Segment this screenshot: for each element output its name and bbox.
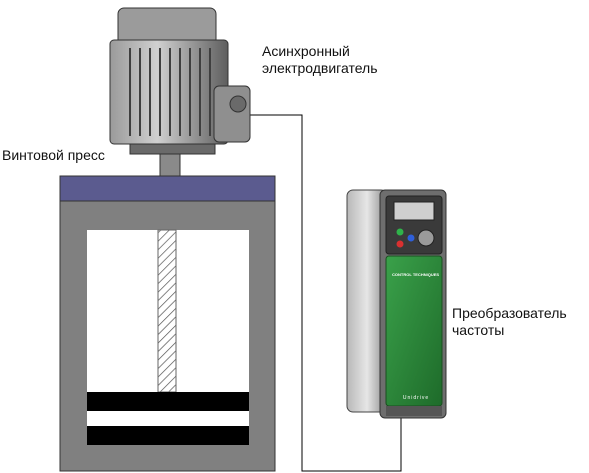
motor-cooling-fins xyxy=(129,48,211,136)
drive-stop-button xyxy=(396,240,404,248)
drive-bottom-strip xyxy=(386,406,442,416)
press-screw xyxy=(157,229,177,393)
motor-cable xyxy=(247,114,402,472)
motor-cable-gland xyxy=(229,95,247,113)
motor-label-line-1: Асинхронный xyxy=(262,43,350,59)
press-lower-plate xyxy=(87,426,249,445)
press-upper-plate xyxy=(87,392,249,411)
drive-label-line-1: Преобразователь xyxy=(452,305,567,321)
frequency-inverter-icon xyxy=(346,189,447,419)
motor-terminal-box xyxy=(213,85,251,143)
drive-reset-button xyxy=(407,234,415,242)
press-label: Винтовой пресс xyxy=(2,147,105,163)
press-top-plate xyxy=(59,175,276,202)
screw-press xyxy=(59,175,276,472)
drive-label-line-2: частоты xyxy=(452,322,505,338)
drive-model-label: Unidrive xyxy=(402,395,430,401)
drive-logo: CONTROL TECHNIQUES xyxy=(392,272,440,277)
drive-run-button xyxy=(396,228,404,236)
drive-green-panel xyxy=(385,255,443,407)
drive-dial xyxy=(417,229,435,247)
drive-display xyxy=(393,201,435,221)
drive-label: Преобразователь частоты xyxy=(452,305,567,339)
motor-label-line-2: электродвигатель xyxy=(262,60,378,76)
motor-label: Асинхронный электродвигатель xyxy=(262,43,378,77)
induction-motor-icon xyxy=(109,7,251,177)
